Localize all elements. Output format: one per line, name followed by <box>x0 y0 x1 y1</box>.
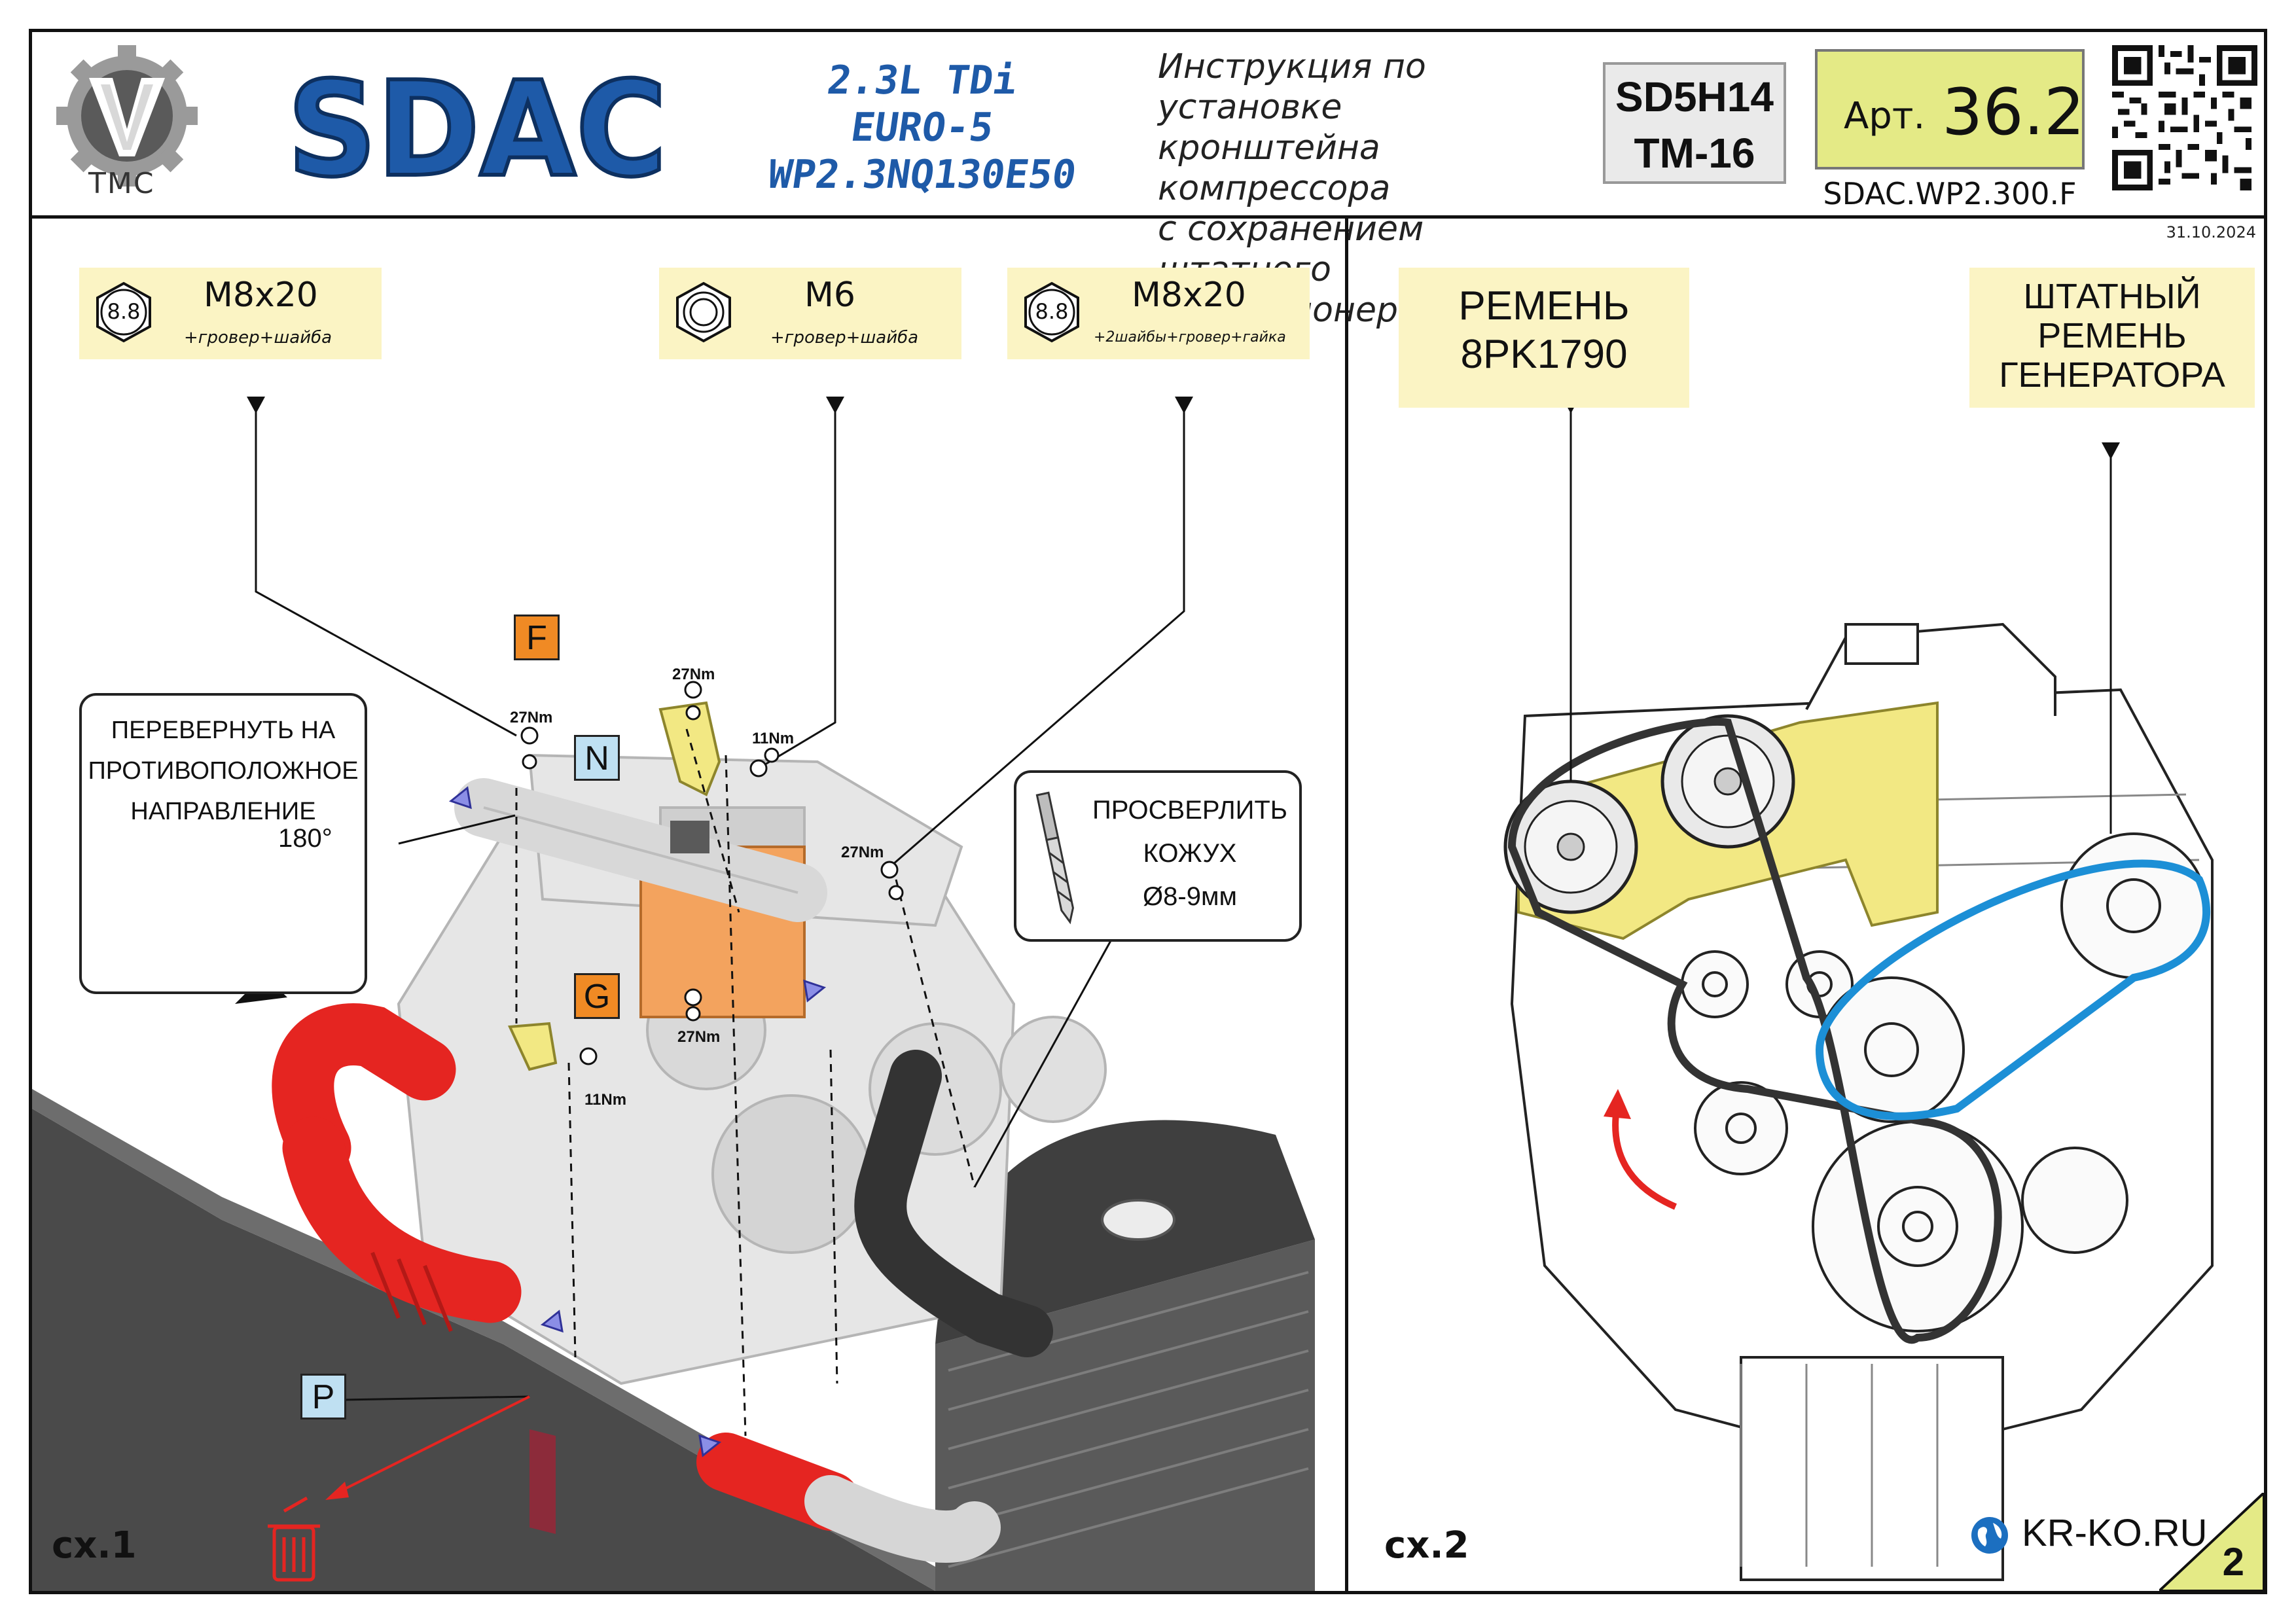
bolt-grade: 8.8 <box>1035 299 1069 324</box>
part-label-n: N <box>574 735 620 781</box>
ac-compressor-1 <box>1503 779 1638 914</box>
belt-stock-callout: ШТАТНЫЙ РЕМЕНЬ ГЕНЕРАТОРА <box>1969 268 2255 408</box>
torque-label: 27Nm <box>677 1028 721 1046</box>
red-hose-upper <box>272 1003 456 1179</box>
hex-bolt-icon <box>96 281 151 343</box>
belt-stock-line: ШТАТНЫЙ <box>2023 277 2201 316</box>
torque-label: 27Nm <box>510 709 553 726</box>
fastener-callout-2: M6 +гровер+шайба <box>659 268 961 359</box>
header: TMC SDAC 2.3L TDi EURO-5 WP2.3NQ130E50 И… <box>32 32 2264 330</box>
article-label: Арт. <box>1844 95 1926 137</box>
instruction-line: Инструкция по установке <box>1158 47 1426 127</box>
bolt-grade: 8.8 <box>107 299 141 324</box>
article-box: Арт. 36.2 <box>1815 49 2085 169</box>
panel-divider <box>1345 215 1348 1591</box>
compressor-code: SD5H14 <box>1615 73 1774 120</box>
globe-icon <box>1971 1517 2008 1554</box>
brand-text: SDAC <box>287 70 667 201</box>
drill-note-line: КОЖУХ <box>1143 839 1237 868</box>
bracket-f <box>658 701 721 796</box>
stock-alternator-belt <box>1815 859 2211 1120</box>
instruction-sheet: TMC SDAC 2.3L TDi EURO-5 WP2.3NQ130E50 И… <box>29 29 2267 1594</box>
flip-note: ПЕРЕВЕРНУТЬ НА ПРОТИВОПОЛОЖНОЕ НАПРАВЛЕН… <box>79 693 367 994</box>
flip-note-line: ПРОТИВОПОЛОЖНОЕ <box>88 757 359 785</box>
bolt-note: +2шайбы+гровер+гайка <box>1094 329 1286 346</box>
drill-note: ПРОСВЕРЛИТЬ КОЖУХ Ø8-9мм <box>1014 770 1302 942</box>
black-hose <box>854 1050 1053 1357</box>
sdac-brand-logo: SDAC <box>285 70 669 201</box>
logo-text: TMC <box>88 167 155 200</box>
red-hose-lower <box>282 1116 522 1323</box>
bracket-p <box>529 1429 556 1534</box>
flip-angle: 180° <box>278 824 332 853</box>
instruction-line: кронштейна компрессора <box>1158 128 1391 208</box>
drill-bit-icon <box>1035 791 1074 925</box>
scheme2-label: сх.2 <box>1384 1524 1469 1567</box>
nut-note: +гровер+шайба <box>770 328 919 348</box>
bolt-size: M8x20 <box>204 276 318 315</box>
page-number: 2 <box>2222 1540 2244 1584</box>
scheme1-illustration <box>32 397 1315 1591</box>
compressor-code-box: SD5H14 TM-16 <box>1603 62 1786 184</box>
bolt-note: +гровер+шайба <box>184 328 332 348</box>
qr-code-icon[interactable] <box>2112 45 2257 190</box>
hex-nut-icon <box>676 281 731 343</box>
part-label-p: P <box>300 1374 346 1419</box>
fastener-callout-3: 8.8 M8x20 +2шайбы+гровер+гайка <box>1007 268 1310 359</box>
nut-size: M6 <box>804 276 855 315</box>
model-line: 2.3L TDi <box>824 58 1020 103</box>
part-label-g: G <box>574 973 620 1019</box>
bolt-size: M8x20 <box>1132 276 1246 315</box>
radiator-cap <box>1101 1199 1175 1241</box>
article-value: 36.2 <box>1942 75 2085 150</box>
model-line: WP2.3NQ130E50 <box>765 152 1079 198</box>
compressor-code: TM-16 <box>1634 130 1755 177</box>
belt-8pk1790 <box>1507 718 2002 1344</box>
flip-note-line: НАПРАВЛЕНИЕ <box>130 798 316 825</box>
engine-model: 2.3L TDi EURO-5 WP2.3NQ130E50 <box>739 57 1105 198</box>
torque-label: 11Nm <box>752 730 795 747</box>
flip-note-line: ПЕРЕВЕРНУТЬ НА <box>111 717 336 744</box>
hex-bolt-icon <box>1024 281 1079 343</box>
metal-pipe-bottom <box>804 1475 1001 1563</box>
rubber-mount-n <box>670 821 709 853</box>
page-corner-icon <box>2159 1493 2264 1591</box>
belt-new-line: РЕМЕНЬ <box>1458 283 1630 329</box>
trash-bin-icon <box>268 1496 320 1582</box>
part-label-f: F <box>514 615 560 660</box>
fastener-callout-1: 8.8 M8x20 +гровер+шайба <box>79 268 382 359</box>
drill-note-line: Ø8-9мм <box>1143 882 1237 911</box>
document-date: 31.10.2024 <box>2166 223 2256 241</box>
model-line: EURO-5 <box>848 105 997 151</box>
torque-label: 27Nm <box>672 666 715 683</box>
document-code: SDAC.WP2.300.F <box>1823 176 2077 211</box>
torque-label: 11Nm <box>584 1091 627 1109</box>
scheme1-label: сх.1 <box>52 1524 137 1567</box>
bracket-g <box>507 1022 558 1071</box>
belt-stock-line: ГЕНЕРАТОРА <box>1999 355 2225 395</box>
belt-stock-line: РЕМЕНЬ <box>2037 316 2187 355</box>
drill-note-line: ПРОСВЕРЛИТЬ <box>1092 796 1288 825</box>
torque-label: 27Nm <box>841 844 884 861</box>
scheme2-illustration <box>1503 397 2214 1581</box>
website-link[interactable]: KR-KO.RU <box>2022 1512 2208 1554</box>
belt-new-callout: РЕМЕНЬ 8PK1790 <box>1399 268 1689 408</box>
belt-new-line: 8PK1790 <box>1460 332 1628 377</box>
tmc-gear-logo-icon <box>56 45 198 187</box>
